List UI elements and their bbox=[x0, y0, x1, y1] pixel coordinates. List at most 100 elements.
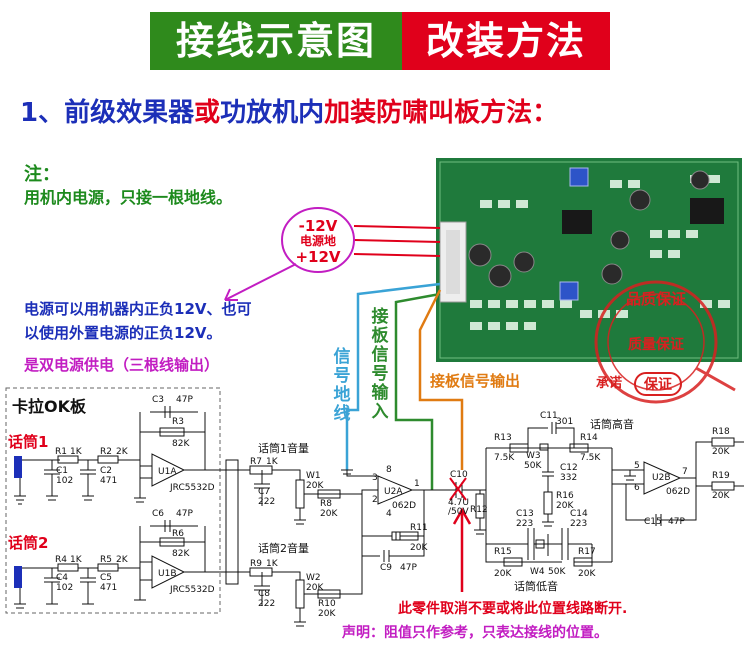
svg-text:301: 301 bbox=[556, 417, 573, 427]
svg-text:R8: R8 bbox=[320, 499, 332, 509]
svg-text:223: 223 bbox=[570, 519, 587, 529]
banner-wiring-diagram: 接线示意图 bbox=[150, 12, 402, 70]
svg-text:W4: W4 bbox=[530, 567, 545, 577]
svg-text:47P: 47P bbox=[176, 395, 193, 405]
svg-text:JRC5532D: JRC5532D bbox=[169, 585, 215, 595]
note-text: 用机内电源，只接一根地线。 bbox=[24, 188, 233, 207]
disclaimer-note: 声明：阻值只作参考，只表达接线的位置。 bbox=[342, 625, 608, 641]
svg-text:1K: 1K bbox=[70, 447, 83, 457]
svg-text:U1A: U1A bbox=[158, 467, 177, 477]
svg-text:W1: W1 bbox=[306, 471, 321, 481]
pcb-board bbox=[436, 158, 742, 362]
svg-text:4: 4 bbox=[386, 509, 392, 519]
svg-text:R16: R16 bbox=[556, 491, 574, 501]
section-heading: 1、前级效果器或功放机内加装防啸叫板方法： bbox=[20, 92, 558, 129]
stamp-middle-text: 质量保证 bbox=[628, 337, 684, 353]
mic2-volume-label: 话筒2音量 bbox=[258, 541, 309, 555]
svg-text:20K: 20K bbox=[494, 569, 512, 579]
heading-part-2: 或 bbox=[194, 98, 221, 128]
svg-text:1K: 1K bbox=[70, 555, 83, 565]
svg-text:R9: R9 bbox=[250, 559, 262, 569]
svg-text:1K: 1K bbox=[266, 457, 279, 467]
svg-text:50K: 50K bbox=[548, 567, 566, 577]
svg-text:3: 3 bbox=[372, 473, 378, 483]
svg-text:R19: R19 bbox=[712, 471, 730, 481]
svg-text:2K: 2K bbox=[116, 447, 129, 457]
svg-text:5: 5 bbox=[634, 461, 640, 471]
svg-text:7: 7 bbox=[682, 467, 688, 477]
svg-text:20K: 20K bbox=[712, 491, 730, 501]
info-line-3: 是双电源供电（三根线输出） bbox=[24, 356, 220, 374]
svg-text:47P: 47P bbox=[400, 563, 417, 573]
karaoke-board-frame bbox=[5, 387, 221, 614]
svg-text:20K: 20K bbox=[318, 609, 336, 619]
board-output-wire bbox=[418, 289, 464, 470]
treble-label: 话筒高音 bbox=[590, 417, 634, 431]
stamp-bottom-text: 保证 bbox=[634, 372, 682, 396]
svg-text:20K: 20K bbox=[556, 501, 574, 511]
svg-text:6: 6 bbox=[634, 483, 640, 493]
svg-text:JRC5532D: JRC5532D bbox=[169, 483, 215, 493]
board-output-label: 接板信号输出 bbox=[430, 372, 521, 390]
svg-text:R1: R1 bbox=[55, 447, 67, 457]
svg-text:20K: 20K bbox=[410, 543, 428, 553]
svg-text:C5: C5 bbox=[100, 573, 112, 583]
svg-text:4.7U: 4.7U bbox=[448, 498, 469, 508]
power-bubble bbox=[224, 207, 355, 301]
svg-text:20K: 20K bbox=[306, 481, 324, 491]
svg-text:C4: C4 bbox=[56, 573, 68, 583]
remove-component-note: 此零件取消不要或将此位置线路断开. bbox=[398, 601, 628, 617]
svg-text:R2: R2 bbox=[100, 447, 112, 457]
quality-stamp bbox=[594, 280, 736, 404]
power-plus-label: +12V bbox=[295, 248, 341, 266]
svg-text:R5: R5 bbox=[100, 555, 112, 565]
svg-text:20K: 20K bbox=[712, 447, 730, 457]
svg-text:C13: C13 bbox=[516, 509, 534, 519]
svg-text:C15: C15 bbox=[644, 517, 662, 527]
board-input-label: 接板信号输入 bbox=[371, 307, 389, 422]
svg-text:062D: 062D bbox=[392, 501, 416, 511]
note-title: 注： bbox=[24, 164, 60, 185]
svg-text:C9: C9 bbox=[380, 563, 392, 573]
svg-text:062D: 062D bbox=[666, 487, 690, 497]
svg-text:2K: 2K bbox=[116, 555, 129, 565]
svg-text:C14: C14 bbox=[570, 509, 588, 519]
svg-text:C3: C3 bbox=[152, 395, 164, 405]
svg-text:82K: 82K bbox=[172, 549, 190, 559]
svg-text:R6: R6 bbox=[172, 529, 184, 539]
banner-modification-method: 改装方法 bbox=[402, 12, 610, 70]
svg-text:C10: C10 bbox=[450, 470, 468, 480]
power-wires bbox=[353, 225, 441, 257]
signal-ground-label: 信号地线 bbox=[333, 347, 351, 424]
svg-text:C7: C7 bbox=[258, 487, 270, 497]
svg-text:C2: C2 bbox=[100, 466, 112, 476]
signal-ground-wire bbox=[345, 282, 441, 470]
svg-text:/50V: /50V bbox=[448, 507, 469, 517]
svg-text:20K: 20K bbox=[320, 509, 338, 519]
svg-text:R10: R10 bbox=[318, 599, 336, 609]
svg-text:20K: 20K bbox=[578, 569, 596, 579]
svg-text:7.5K: 7.5K bbox=[580, 453, 601, 463]
svg-text:R4: R4 bbox=[55, 555, 67, 565]
mic1-volume-label: 话筒1音量 bbox=[258, 441, 309, 455]
svg-text:R13: R13 bbox=[494, 433, 512, 443]
svg-text:471: 471 bbox=[100, 583, 117, 593]
svg-text:R11: R11 bbox=[410, 523, 428, 533]
svg-text:102: 102 bbox=[56, 476, 73, 486]
svg-text:102: 102 bbox=[56, 583, 73, 593]
svg-text:R18: R18 bbox=[712, 427, 730, 437]
svg-text:R17: R17 bbox=[578, 547, 596, 557]
svg-text:R14: R14 bbox=[580, 433, 598, 443]
svg-text:50K: 50K bbox=[524, 461, 542, 471]
stamp-top-text: 品质保证 bbox=[625, 290, 686, 308]
svg-text:471: 471 bbox=[100, 476, 117, 486]
svg-text:C6: C6 bbox=[152, 509, 164, 519]
mic1-label: 话筒1 bbox=[8, 433, 48, 451]
svg-text:82K: 82K bbox=[172, 439, 190, 449]
board-title: 卡拉OK板 bbox=[12, 397, 87, 416]
svg-text:C8: C8 bbox=[258, 589, 270, 599]
svg-text:1K: 1K bbox=[266, 559, 279, 569]
